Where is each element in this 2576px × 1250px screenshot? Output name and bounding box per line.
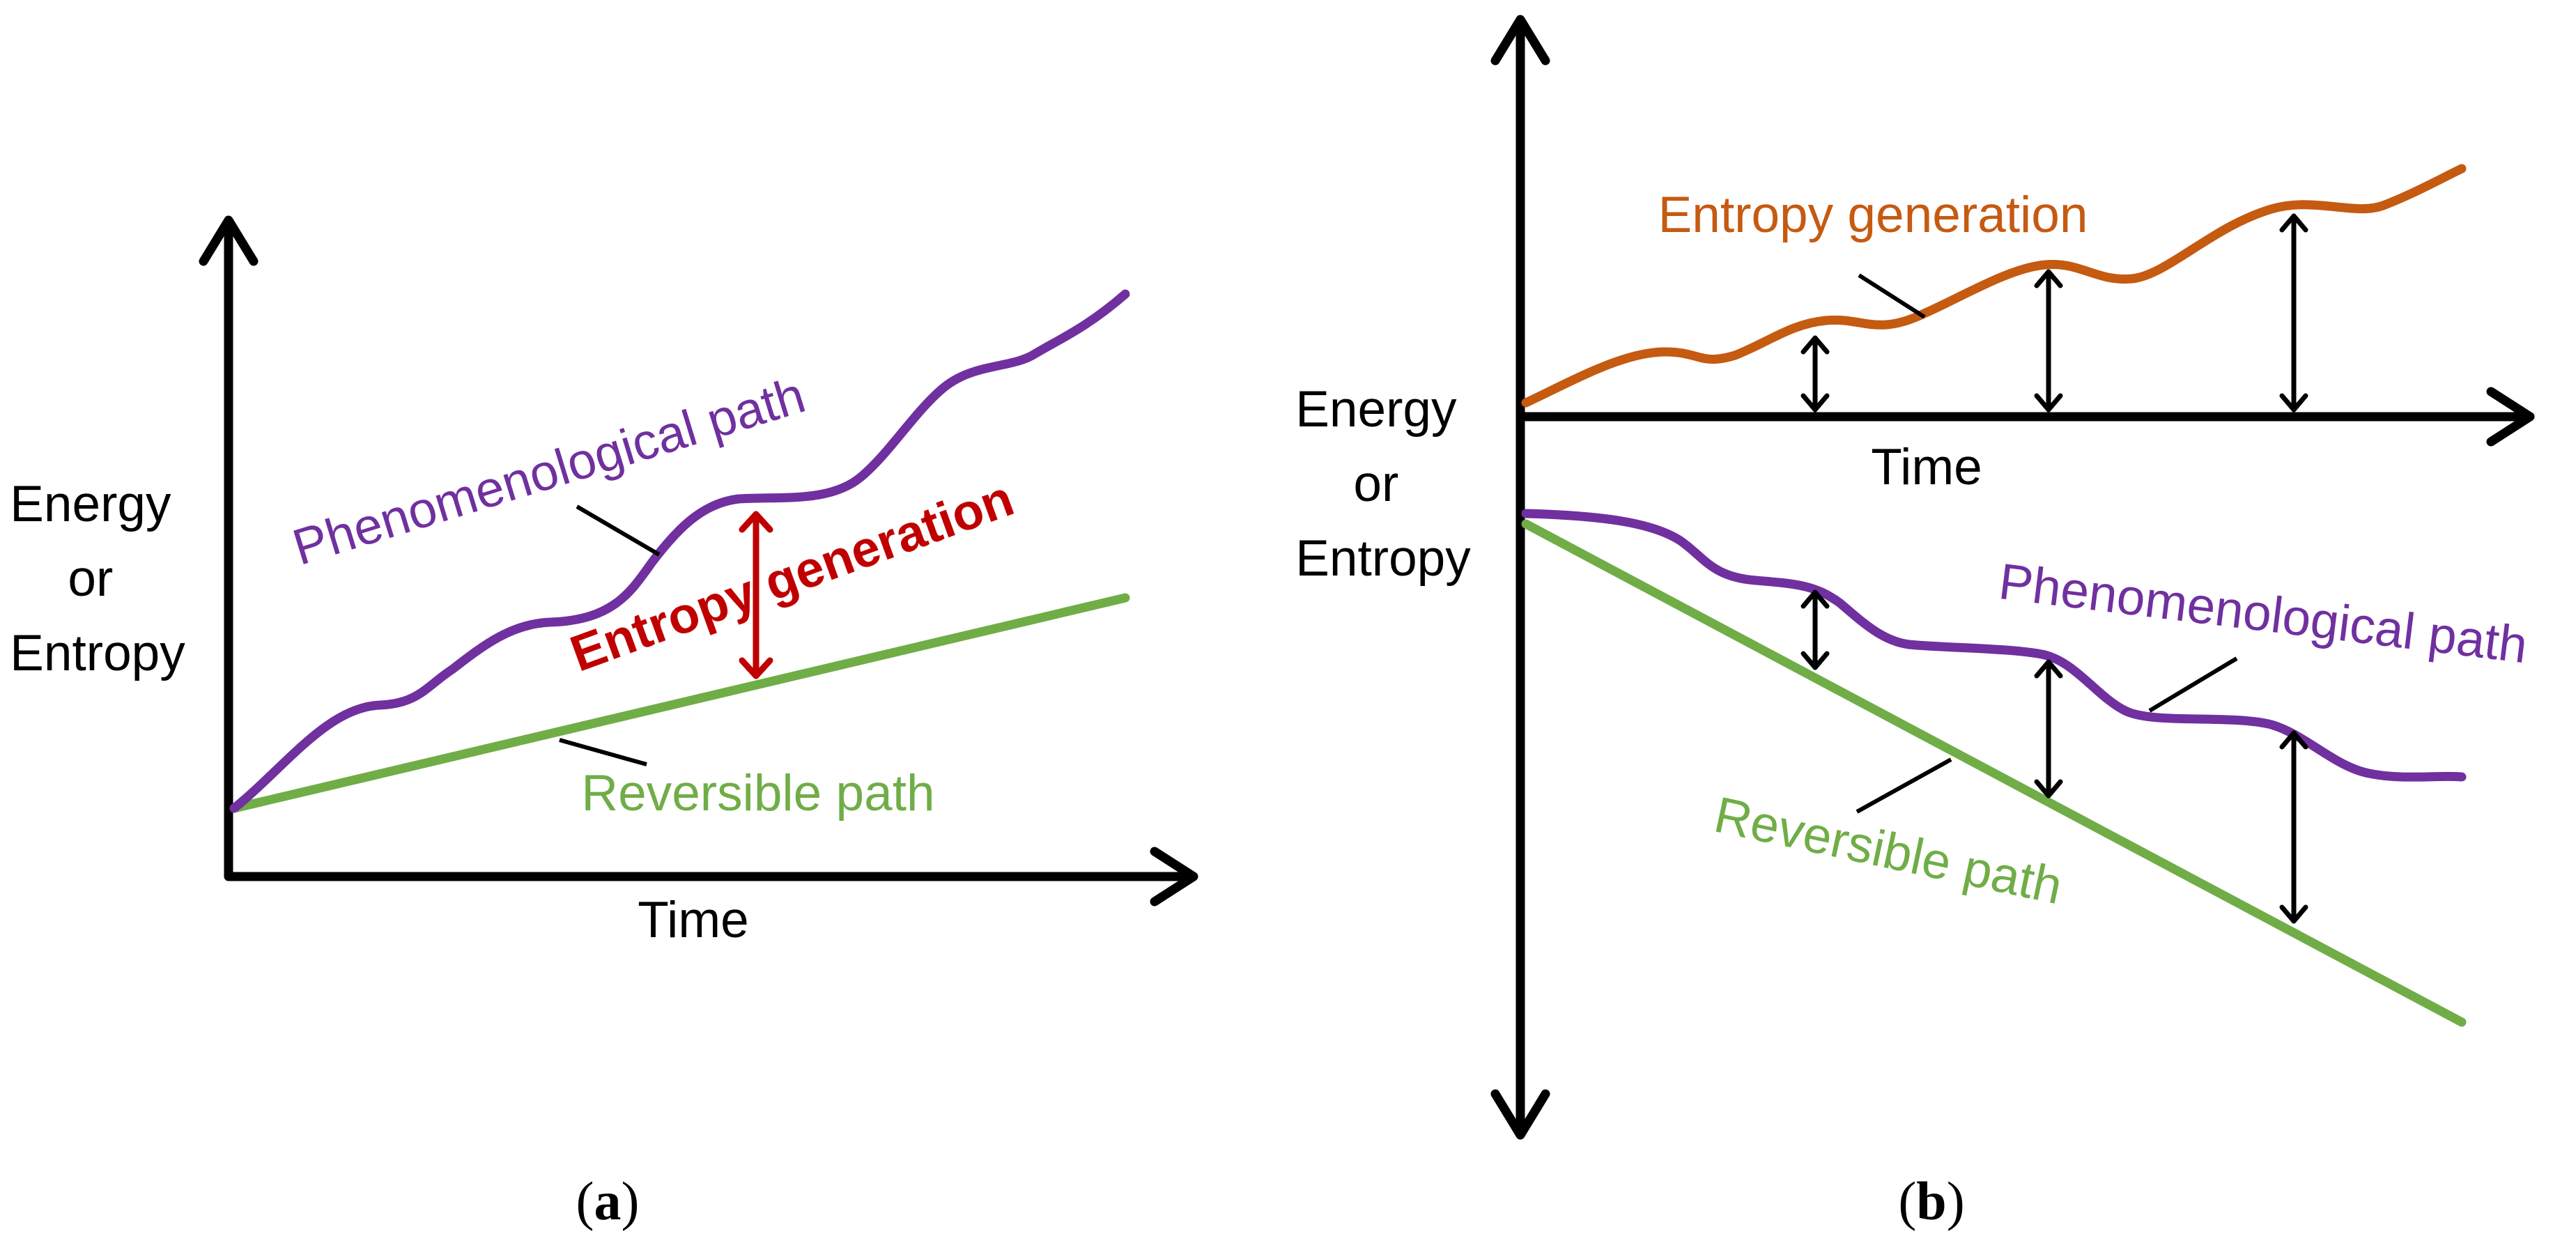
panel-b-bottom-arrow-3 [2279,730,2308,924]
panel-b-y-label-line1: Energy [1295,381,1457,438]
panel-a-entropy-arrow [739,511,773,679]
panel-b-phenomenological-leader [2148,656,2238,713]
panel-b-caption: (b) [1898,1171,1964,1231]
panel-b-bottom-arrows [1800,589,2308,924]
panel-b-reversible-label: Reversible path [1710,787,2067,916]
panel-a-y-label-line1: Energy [10,476,171,532]
panel-b-bottom-arrow-1 [1800,589,1830,670]
panel-a-reversible-label: Reversible path [581,765,934,821]
panel-b-reversible-line [1521,519,2467,1027]
panel-b-top-arrow-2 [2034,269,2063,412]
panel-a-phenomenological-label: Phenomenological path [286,366,811,576]
panel-a-phenomenological-curve [229,289,1130,813]
panel-b-top-arrow-3 [2279,213,2308,412]
panel-b-reversible-leader [1856,757,1952,814]
panel-a-reversible-line [229,593,1130,813]
panel-b-top-arrows [1800,213,2308,412]
panel-b-x-label: Time [1871,439,1982,495]
panel-b-top-arrow-1 [1800,335,1830,412]
panel-a-caption-letter: a [594,1171,622,1231]
panel-a-x-arrowhead [1150,847,1198,906]
panel-b-phenomenological-curve [1521,509,2467,782]
panel-a: Energy or Entropy Time Phenomenological … [10,215,1198,1231]
panel-a-y-arrowhead [199,215,259,266]
panel-a-y-label-line2: or [68,550,113,607]
panel-a-x-label: Time [638,892,749,948]
panel-b-entropy-generation-label: Entropy generation [1658,187,2088,243]
panel-a-phenomenological-leader [576,504,661,557]
panel-a-caption: (a) [576,1171,640,1231]
panel-b-caption-letter: b [1916,1171,1946,1231]
panel-b-y-label-line3: Entropy [1295,530,1471,587]
panel-a-y-label: Energy or Entropy [10,476,185,681]
panel-b-y-label-line2: or [1353,456,1398,512]
panel-a-y-label-line3: Entropy [10,625,185,681]
panel-b-x-arrowhead [2486,387,2535,447]
panel-a-reversible-leader [559,738,647,766]
panel-b-y-up-arrowhead [1490,15,1550,65]
panel-b-entropy-generation-curve [1521,164,2467,408]
panel-a-axes [199,215,1198,906]
panel-b-entropy-generation-leader [1858,273,1926,319]
panel-b-phenomenological-label: Phenomenological path [1996,553,2530,674]
panel-b-y-down-arrowhead [1490,1089,1550,1140]
panel-a-axis-lines [224,220,1193,881]
panel-b-axes [1490,15,2535,1140]
panel-b: Energy or Entropy Time Entropy generatio… [1295,15,2535,1231]
panel-b-y-label: Energy or Entropy [1295,381,1471,587]
panel-b-bottom-arrow-2 [2034,659,2063,798]
